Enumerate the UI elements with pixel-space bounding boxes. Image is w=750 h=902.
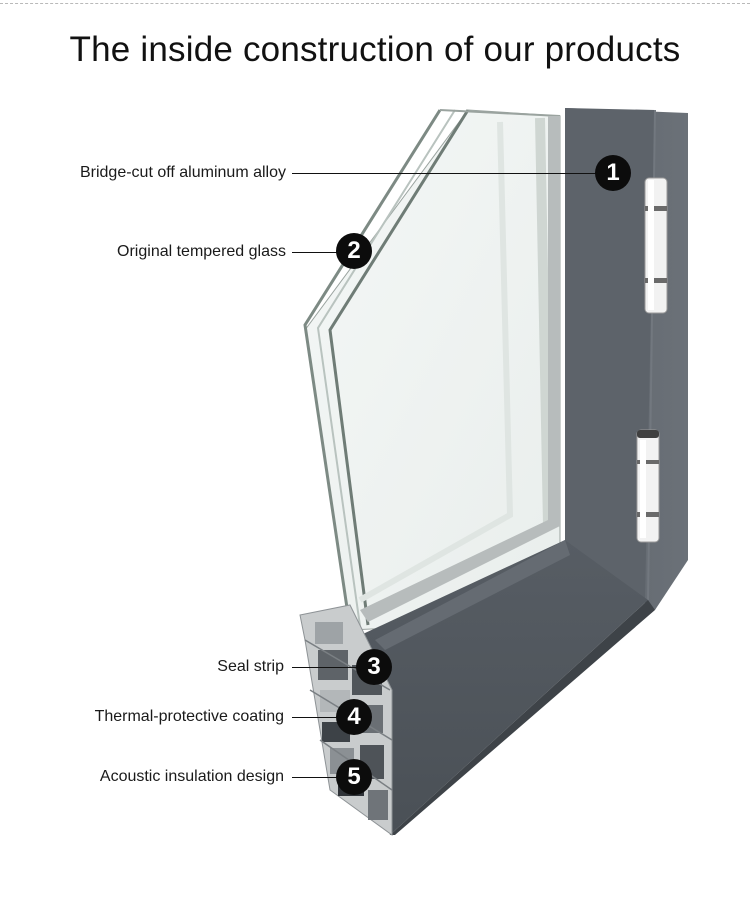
callout-label-3: Seal strip [217,658,284,675]
glass-spacer-bar [360,116,560,622]
dashed-top-border [0,3,750,4]
callout-label-4: Thermal-protective coating [94,708,284,725]
frame-bottom [350,540,655,835]
callout-badge-1: 1 [595,155,631,191]
callout-badge-4: 4 [336,699,372,735]
callout-line-1 [292,173,610,174]
callout-label-2: Original tempered glass [117,243,286,260]
callout-badge-5: 5 [336,759,372,795]
callout-line-3 [292,667,362,668]
page-title: The inside construction of our products [69,30,681,69]
hinge-lower [636,429,660,543]
callout-label-1: Bridge-cut off aluminum alloy [79,164,286,181]
callout-line-4 [292,717,342,718]
callout-badge-3: 3 [356,649,392,685]
tempered-glass-panes [303,109,561,631]
hinge-upper [644,177,668,314]
callout-label-5: Acoustic insulation design [99,768,284,785]
callout-badge-2: 2 [336,233,372,269]
callout-line-2 [292,252,342,253]
callout-line-5 [292,777,342,778]
